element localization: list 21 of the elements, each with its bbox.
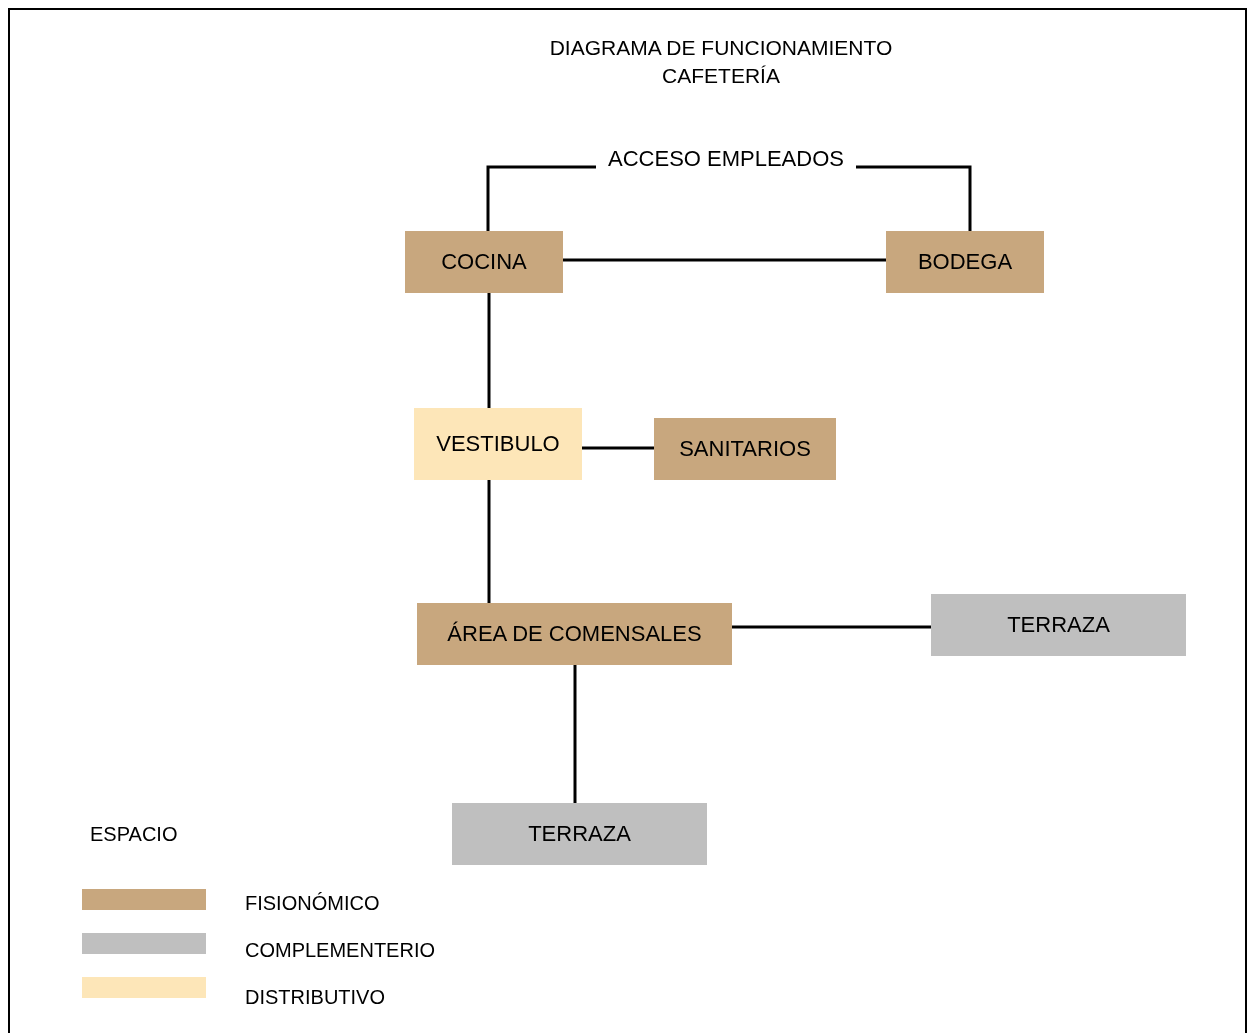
connector-line xyxy=(582,446,654,450)
space-box: SANITARIOS xyxy=(654,418,836,480)
space-box: COCINA xyxy=(405,231,563,293)
title: DIAGRAMA DE FUNCIONAMIENTO CAFETERÍA xyxy=(548,35,894,89)
legend-heading: ESPACIO xyxy=(90,822,178,847)
connector-line xyxy=(573,665,577,803)
space-box: VESTIBULO xyxy=(414,408,582,480)
connector-line xyxy=(487,480,491,603)
space-box: ÁREA DE COMENSALES xyxy=(417,603,732,665)
space-box: TERRAZA xyxy=(452,803,707,865)
connector-line xyxy=(486,165,596,231)
connector-line xyxy=(856,165,972,231)
legend-label: FISIONÓMICO xyxy=(245,891,380,916)
legend-label: COMPLEMENTERIO xyxy=(245,938,436,963)
space-box: TERRAZA xyxy=(931,594,1186,656)
access-label: ACCESO EMPLEADOS xyxy=(596,144,856,174)
connector-line xyxy=(563,258,886,262)
space-box: BODEGA xyxy=(886,231,1044,293)
connector-line xyxy=(732,625,931,629)
legend-label: DISTRIBUTIVO xyxy=(245,985,385,1010)
connector-line xyxy=(487,293,491,408)
